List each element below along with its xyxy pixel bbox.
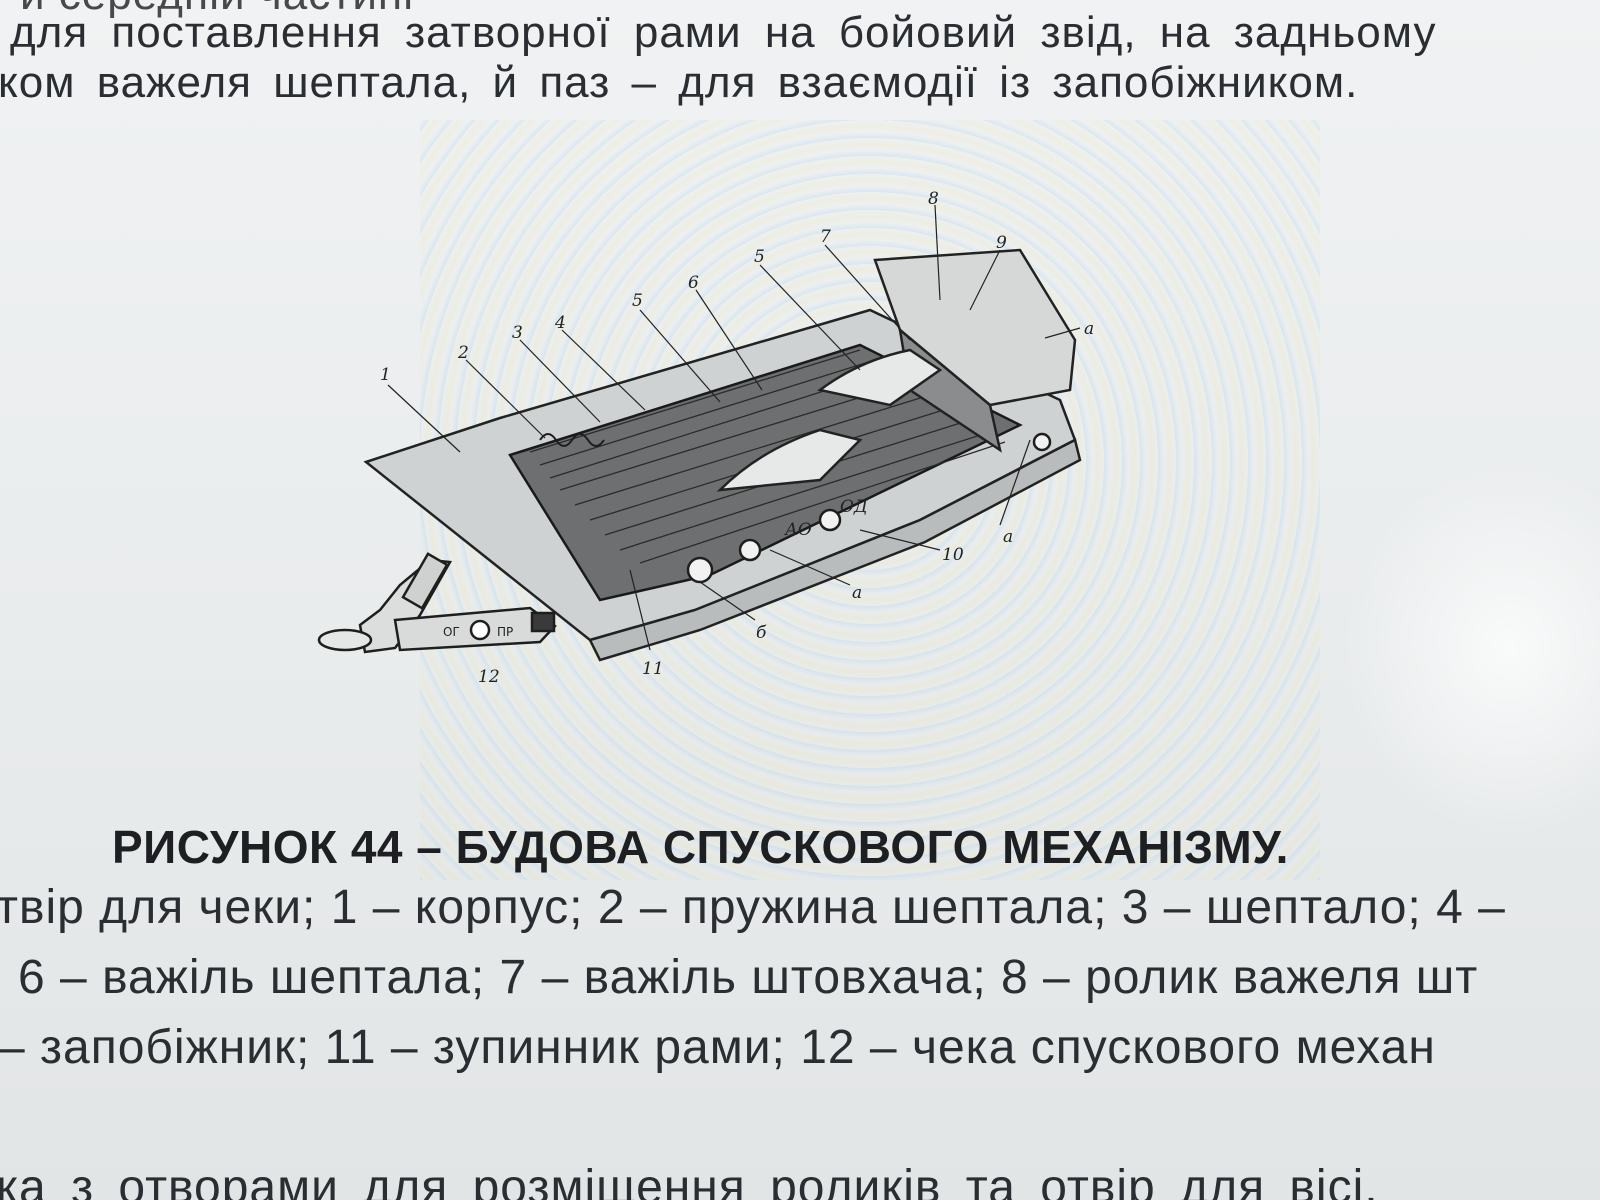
pin-marking-og: ОГ — [443, 625, 460, 639]
label-8: 8 — [928, 190, 939, 209]
paragraph-line-clipped-bottom: ка з отворами для розміщення роликів та … — [0, 1161, 1379, 1200]
paragraph-line-1: для поставлення затворної рами на бойови… — [10, 8, 1437, 57]
label-b: б — [756, 623, 767, 643]
label-a-top: a — [1084, 319, 1094, 339]
label-3: 3 — [512, 323, 523, 343]
pin-marking-pr: ПР — [497, 625, 513, 639]
paragraph-line-2: ком важеля шептала, й паз – для взаємоді… — [0, 58, 1359, 107]
label-9: 9 — [996, 233, 1007, 253]
figure-legend-line-1: твір для чеки; 1 – корпус; 2 – пружина ш… — [0, 881, 1506, 934]
figure-caption-title: РИСУНОК 44 – БУДОВА СПУСКОВОГО МЕХАНІЗМУ… — [112, 821, 1289, 873]
label-a-right: a — [1003, 527, 1013, 547]
trigger-mechanism-figure: АО ОД ОГ ПР — [300, 189, 1140, 700]
figure-legend-line-3: – запобіжник; 11 – зупинник рами; 12 – ч… — [0, 1021, 1436, 1074]
label-2: 2 — [457, 343, 469, 363]
label-4: 4 — [554, 313, 566, 333]
label-10: 10 — [942, 545, 964, 565]
screen-glare — [1340, 460, 1600, 840]
label-6: 6 — [688, 273, 699, 293]
mechanism-body — [363, 248, 1082, 662]
leader-lines — [387, 204, 1081, 651]
body-marking-od: ОД — [840, 497, 869, 517]
label-12: 12 — [478, 667, 500, 687]
figure-legend-line-2: 6 – важіль шептала; 7 – важіль штовхача;… — [18, 951, 1479, 1004]
label-11: 11 — [642, 659, 664, 679]
label-1: 1 — [380, 365, 391, 385]
label-7: 7 — [820, 227, 831, 247]
figure-drawing: АО ОД ОГ ПР — [317, 189, 1094, 687]
paragraph-line-clipped-top: й середній частині — [20, 0, 414, 20]
body-marking-ao: АО — [784, 520, 812, 540]
label-5b: 5 — [754, 247, 765, 267]
safety-pin-part — [317, 552, 557, 654]
label-5a: 5 — [632, 291, 643, 311]
label-a-bottom: a — [852, 583, 862, 603]
